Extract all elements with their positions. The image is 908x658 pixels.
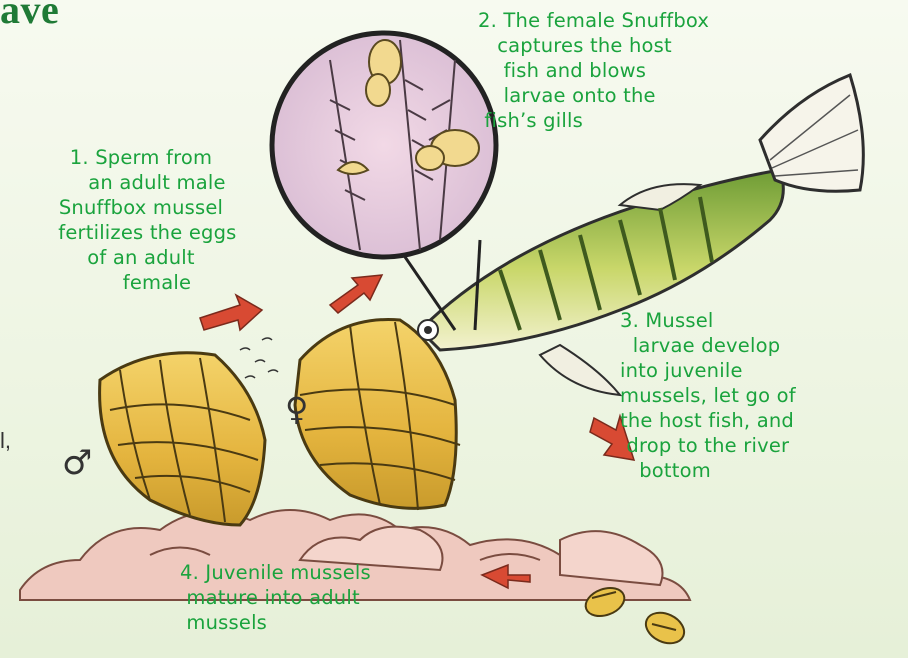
male-symbol: ♂ [62, 443, 92, 483]
step-2-label: 2. The female Snuffbox captures the host… [478, 8, 808, 133]
female-mussel [295, 320, 460, 511]
male-mussel [100, 353, 265, 525]
step-4-label: 4. Juvenile mussels mature into adult mu… [180, 560, 450, 635]
step-1-label: 1. Sperm from an adult male Snuffbox mus… [6, 145, 276, 295]
female-symbol: ♀ [285, 390, 308, 428]
magnifier-inset [272, 33, 496, 330]
sperm-marks [240, 338, 278, 378]
step-3-label: 3. Mussel larvae develop into juvenile m… [620, 308, 908, 483]
